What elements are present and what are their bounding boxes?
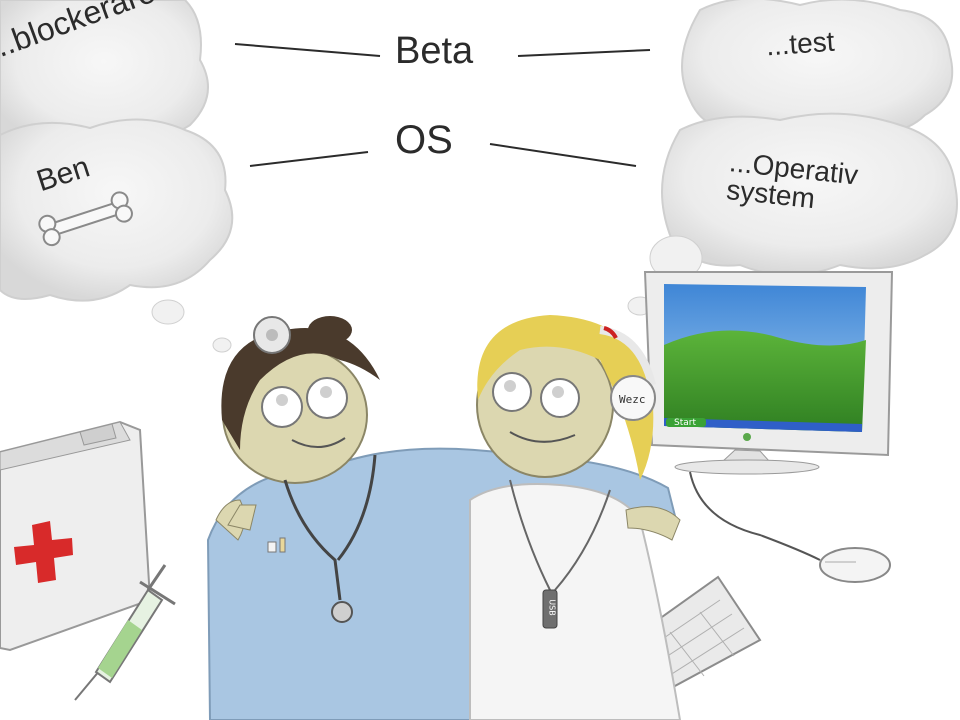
headphone-label: Wezc bbox=[619, 393, 646, 406]
thought-bubbles-left bbox=[151, 299, 232, 353]
usb-label: USB bbox=[547, 599, 557, 616]
os-heading: OS bbox=[395, 118, 453, 162]
test-label: ...test bbox=[764, 25, 836, 62]
cloud-test bbox=[681, 0, 954, 141]
mouse bbox=[689, 471, 891, 583]
operativ-label: ...Operativ system bbox=[725, 146, 860, 217]
beta-heading: Beta bbox=[395, 30, 474, 72]
monitor bbox=[643, 271, 894, 475]
nurse-figure bbox=[469, 315, 682, 720]
start-button-label: Start bbox=[674, 418, 696, 428]
bone-icon bbox=[38, 191, 133, 247]
connector-lines bbox=[234, 43, 651, 167]
first-aid-kit bbox=[0, 420, 152, 652]
syringe bbox=[74, 564, 176, 701]
